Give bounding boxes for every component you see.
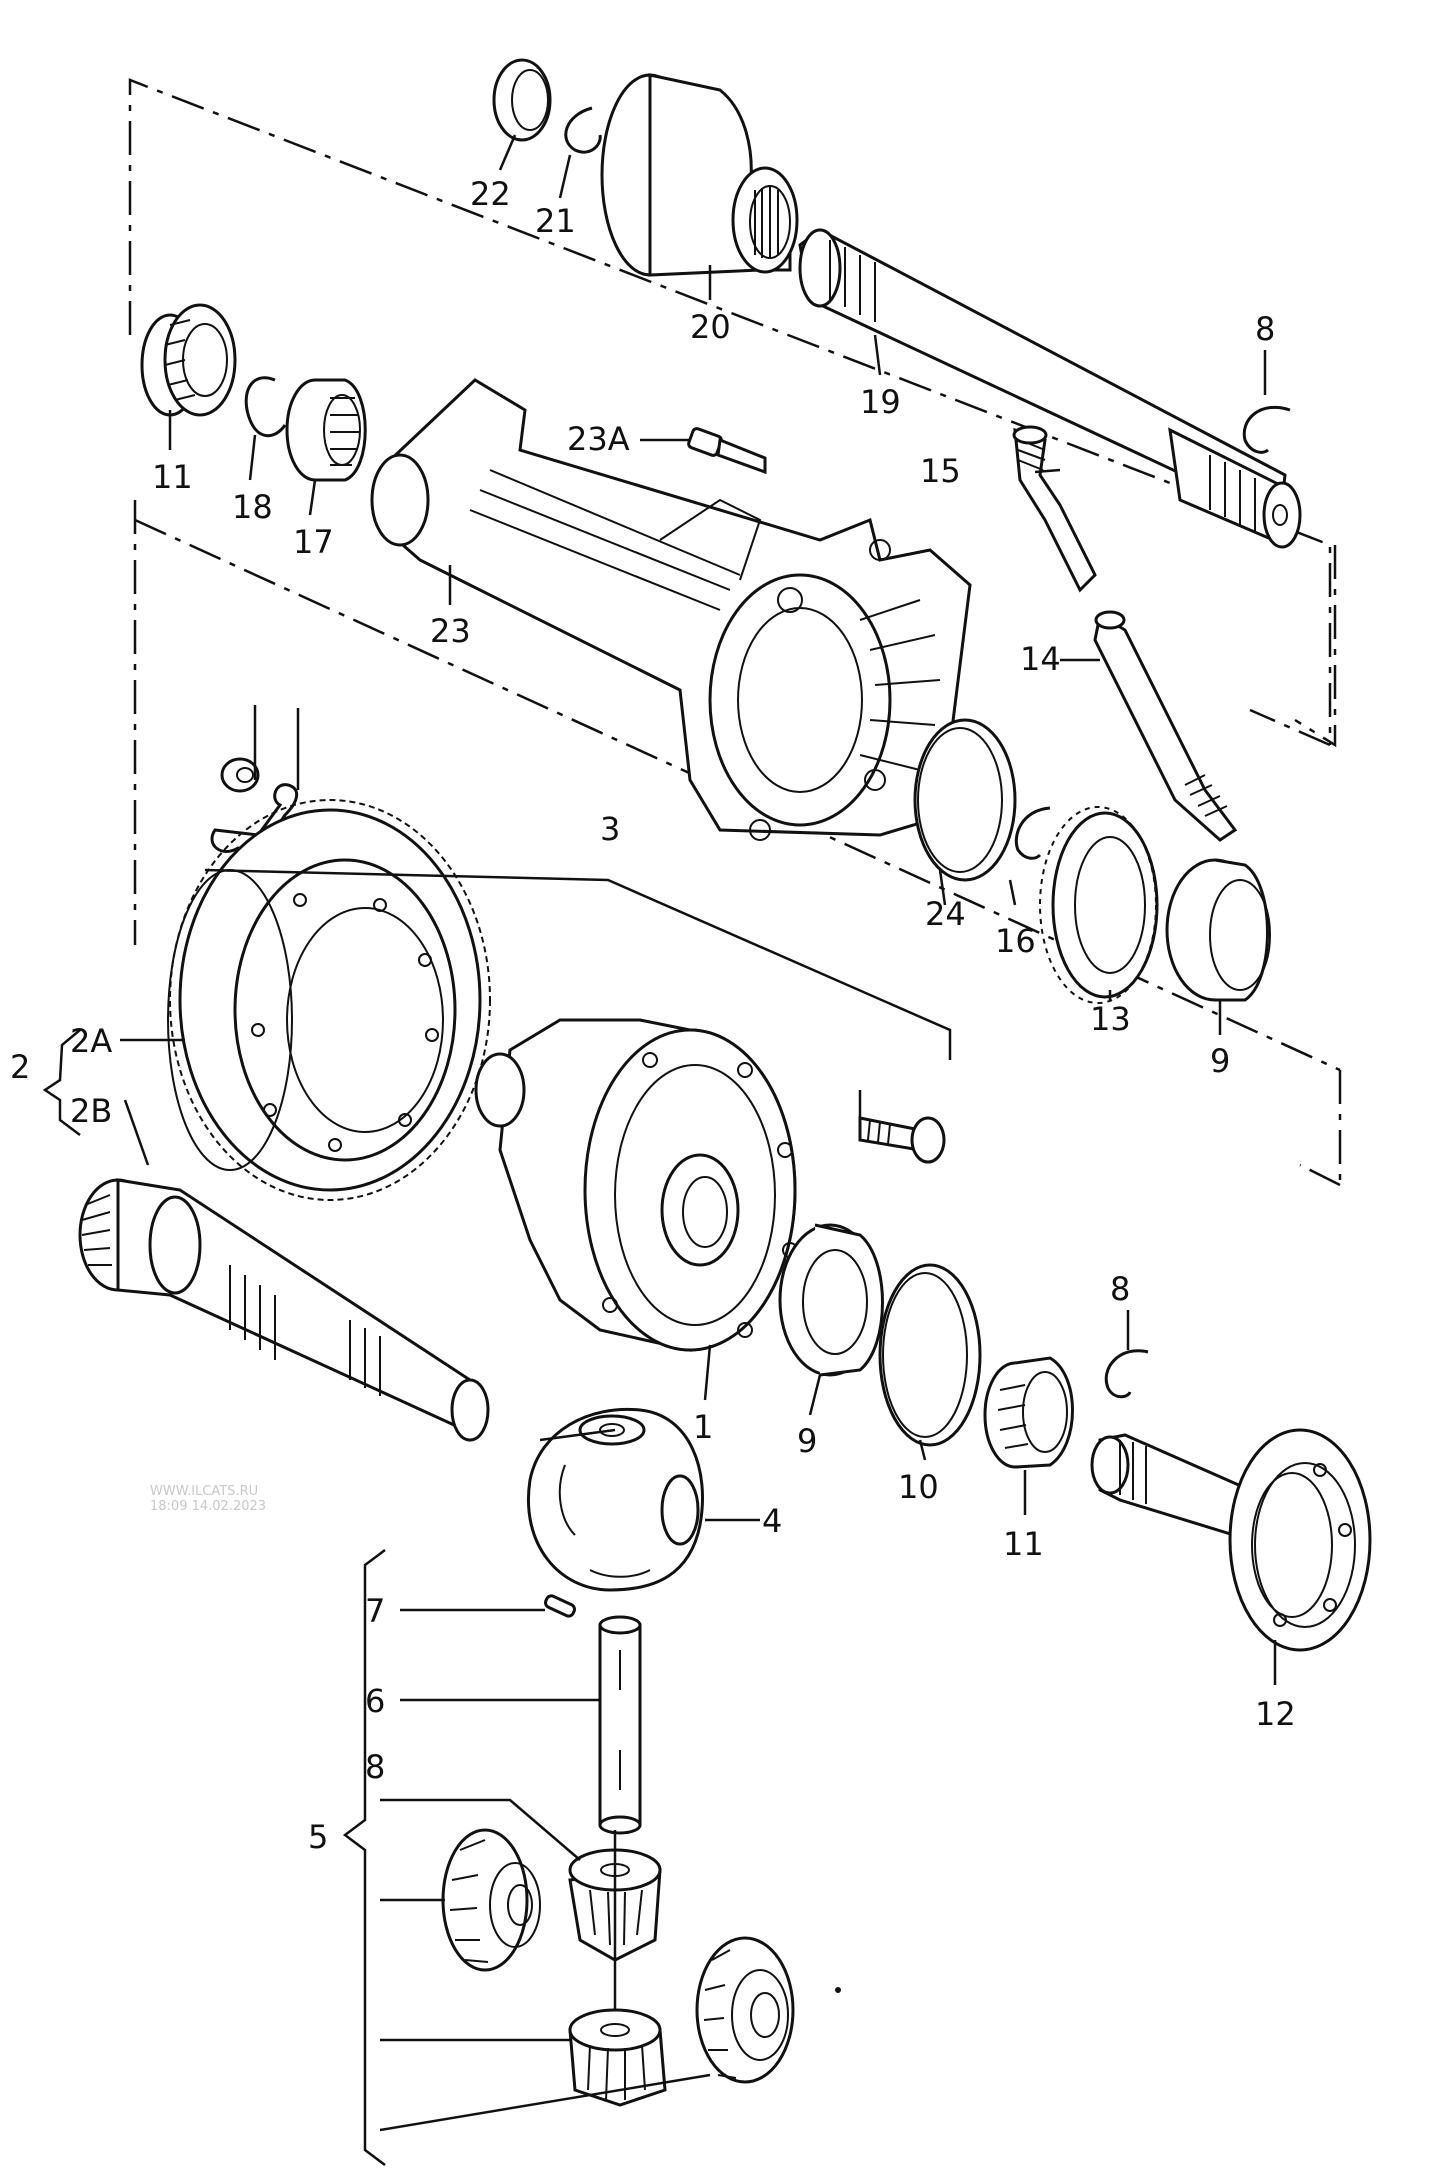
nut-small: [220, 757, 260, 793]
label-5: 5: [308, 1818, 328, 1856]
drive-shaft-14: [1093, 610, 1238, 842]
label-4: 4: [762, 1502, 782, 1540]
diff-carrier-1: [474, 1018, 798, 1352]
label-20: 20: [690, 308, 731, 346]
housing-23: [370, 378, 972, 841]
cross-shaft-6: [598, 1615, 642, 1835]
bearing-9-lower: [778, 1223, 884, 1377]
label-8-mid: 8: [1110, 1270, 1130, 1308]
label-23a: 23A: [567, 420, 630, 458]
bushing-17: [285, 378, 367, 482]
label-14: 14: [1020, 640, 1061, 678]
watermark: WWW.ILCATS.RU 18:09 14.02.2023: [150, 1484, 266, 1514]
label-11-lower: 11: [1003, 1525, 1044, 1563]
bearing-11-lower: [983, 1356, 1074, 1469]
label-12: 12: [1255, 1695, 1296, 1733]
label-16: 16: [995, 922, 1036, 960]
label-18: 18: [232, 488, 273, 526]
label-6: 6: [365, 1682, 385, 1720]
label-23: 23: [430, 612, 471, 650]
label-8-top: 8: [1255, 310, 1275, 348]
bevel-gear-right: [695, 1936, 795, 2084]
pin-7: [544, 1594, 576, 1618]
label-2b: 2B: [70, 1092, 112, 1130]
gear-ring-13: [1039, 806, 1159, 1004]
label-2a: 2A: [70, 1022, 112, 1060]
stray-dot: [835, 1987, 841, 1993]
o-ring-24: [913, 718, 1017, 882]
shaft-19: [798, 228, 1302, 549]
crown-wheel-2a: [167, 799, 491, 1201]
label-9-lower: 9: [797, 1422, 817, 1460]
bevel-gear-left: [441, 1828, 541, 1972]
flange-shaft-12: [1090, 1428, 1372, 1652]
circlip-18: [244, 376, 287, 438]
lock-clip: [210, 783, 299, 854]
label-13: 13: [1090, 1000, 1131, 1038]
watermark-line1: WWW.ILCATS.RU: [150, 1484, 258, 1499]
watermark-line2: 18:09 14.02.2023: [150, 1499, 266, 1514]
shim-10: [878, 1263, 982, 1447]
pinion-shaft-2b: [78, 1178, 490, 1442]
label-22: 22: [470, 175, 511, 213]
circlip-16: [1014, 806, 1051, 860]
bearing-9-top: [1165, 858, 1271, 1002]
speedo-gear-15: [1012, 425, 1097, 593]
diff-cross-4: [527, 1407, 704, 1592]
label-7: 7: [365, 1592, 385, 1630]
label-11-top: 11: [152, 458, 193, 496]
circlip-8-lower: [1104, 1349, 1149, 1399]
circlip-21: [564, 106, 602, 154]
label-9-top: 9: [1210, 1042, 1230, 1080]
seal-22: [492, 58, 552, 142]
part-labels: 22 21 20 19 8 11 18 17 23A 23 15 14 24 1…: [10, 175, 1296, 1856]
label-1: 1: [693, 1408, 713, 1446]
label-2: 2: [10, 1048, 30, 1086]
label-21: 21: [535, 202, 576, 240]
label-8-bottom: 8: [365, 1748, 385, 1786]
circlip-8-top: [1242, 405, 1291, 454]
label-10: 10: [898, 1468, 939, 1506]
label-15: 15: [920, 452, 961, 490]
bolt-3: [858, 1116, 946, 1164]
label-24: 24: [925, 895, 966, 933]
bolt-23a: [687, 427, 767, 475]
label-17: 17: [293, 523, 334, 561]
leader-lines: [42, 134, 1277, 2166]
flange-20: [600, 73, 799, 277]
label-19: 19: [860, 383, 901, 421]
bearing-11-top: [140, 303, 237, 417]
label-3: 3: [600, 810, 620, 848]
